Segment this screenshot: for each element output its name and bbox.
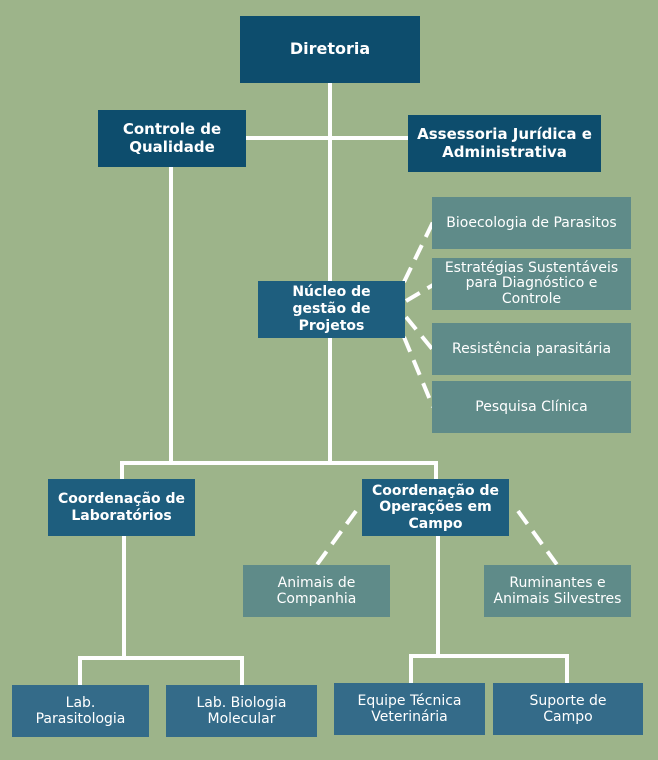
node-animais-companhia: Animais de Companhia xyxy=(243,565,390,617)
node-estrategias: Estratégias Sustentáveis para Diagnóstic… xyxy=(432,258,631,310)
node-pesquisa-clinica: Pesquisa Clínica xyxy=(432,381,631,433)
node-resistencia: Resistência parasitária xyxy=(432,323,631,375)
node-lab-parasitologia: Lab. Parasitologia xyxy=(12,685,149,737)
node-controle-qualidade: Controle de Qualidade xyxy=(98,110,246,167)
node-equipe-tecnica: Equipe Técnica Veterinária xyxy=(334,683,485,735)
node-suporte-campo: Suporte de Campo xyxy=(493,683,643,735)
node-ruminantes: Ruminantes e Animais Silvestres xyxy=(484,565,631,617)
node-coord-laboratorios: Coordenação de Laboratórios xyxy=(48,479,195,536)
node-assessoria: Assessoria Jurídica e Administrativa xyxy=(408,115,601,172)
node-bioecologia: Bioecologia de Parasitos xyxy=(432,197,631,249)
node-lab-biologia: Lab. Biologia Molecular xyxy=(166,685,317,737)
node-nucleo-projetos: Núcleo de gestão de Projetos xyxy=(258,281,405,338)
node-coord-campo: Coordenação de Operações em Campo xyxy=(362,479,509,536)
node-diretoria: Diretoria xyxy=(240,16,420,83)
